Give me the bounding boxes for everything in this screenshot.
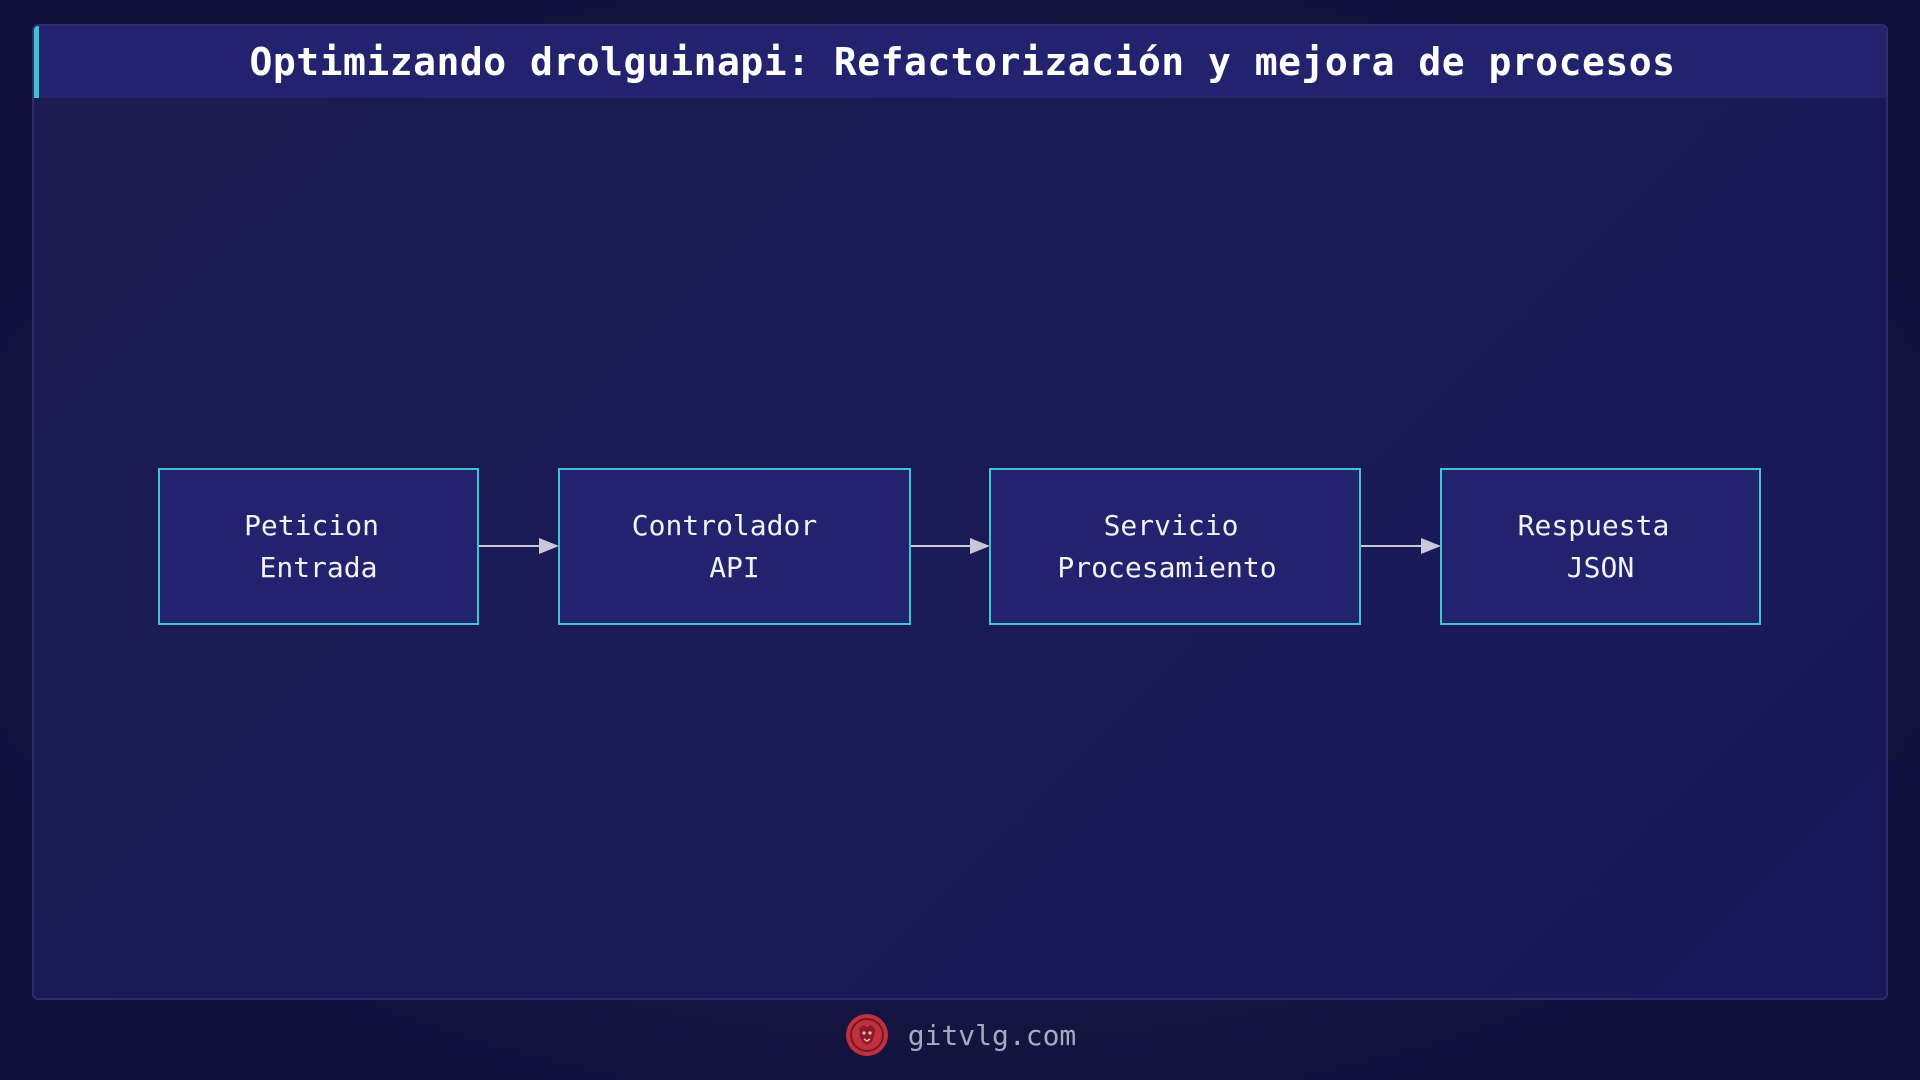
slide-title: Optimizando drolguinapi: Refactorización… [249, 40, 1676, 84]
node-label-line1: Respuesta [1517, 508, 1670, 542]
node-label-line1: Controlador [631, 508, 818, 542]
footer: gitvlg.com [0, 1010, 1920, 1060]
node-respuesta-json: Respuesta JSON [1440, 468, 1761, 625]
lion-logo-icon [845, 1014, 888, 1056]
node-controlador-api: Controlador API [558, 468, 911, 625]
node-label-line2: Entrada [259, 550, 378, 584]
node-servicio-procesamiento: Servicio Procesamiento [989, 468, 1361, 625]
node-label-line2: API [709, 550, 760, 584]
node-peticion-entrada: Peticion Entrada [158, 468, 479, 625]
title-bar: Optimizando drolguinapi: Refactorización… [34, 26, 1886, 98]
node-label-line2: Procesamiento [1057, 550, 1277, 584]
node-label-line1: Servicio [1103, 508, 1239, 542]
node-label-line1: Peticion [244, 508, 379, 542]
footer-site-link[interactable]: gitvlg.com [907, 1018, 1077, 1052]
node-label-line2: JSON [1566, 550, 1635, 584]
